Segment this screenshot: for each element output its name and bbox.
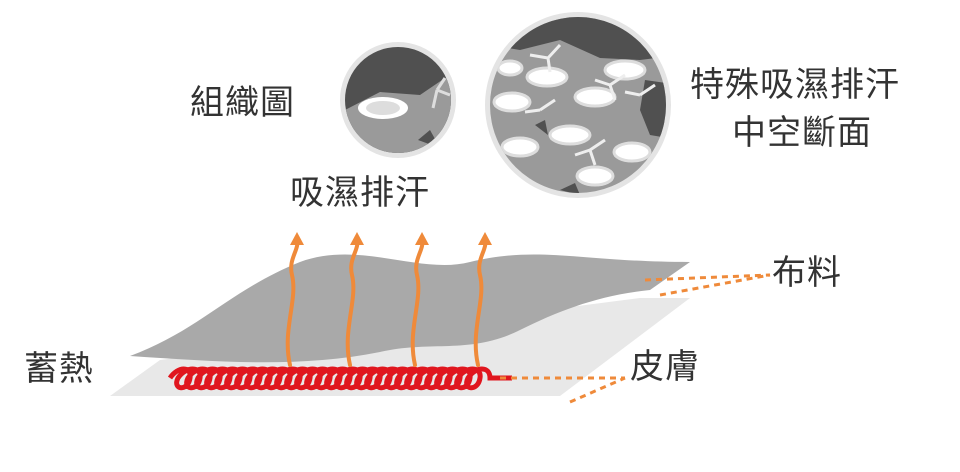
structure-circle [340, 42, 456, 158]
arrow-heads [290, 232, 492, 245]
moisture-arrows [285, 236, 488, 367]
leader-lines [500, 273, 771, 404]
label-heat: 蓄熱 [24, 349, 94, 389]
heat-coil [167, 366, 512, 391]
label-skin: 皮膚 [630, 347, 700, 387]
label-fabric: 布料 [772, 253, 842, 293]
moisture-arrow [285, 236, 300, 367]
hollow-section-circle [485, 12, 671, 198]
label-special-line2: 中空斷面 [732, 113, 872, 153]
label-wicking: 吸濕排汗 [290, 173, 430, 213]
moisture-arrow [345, 236, 360, 367]
moisture-arrow [410, 236, 425, 367]
moisture-arrow [473, 236, 488, 367]
label-structure: 組織圖 [190, 83, 295, 123]
fabric-layer [130, 254, 690, 363]
label-special-line1: 特殊吸濕排汗 [690, 65, 900, 105]
